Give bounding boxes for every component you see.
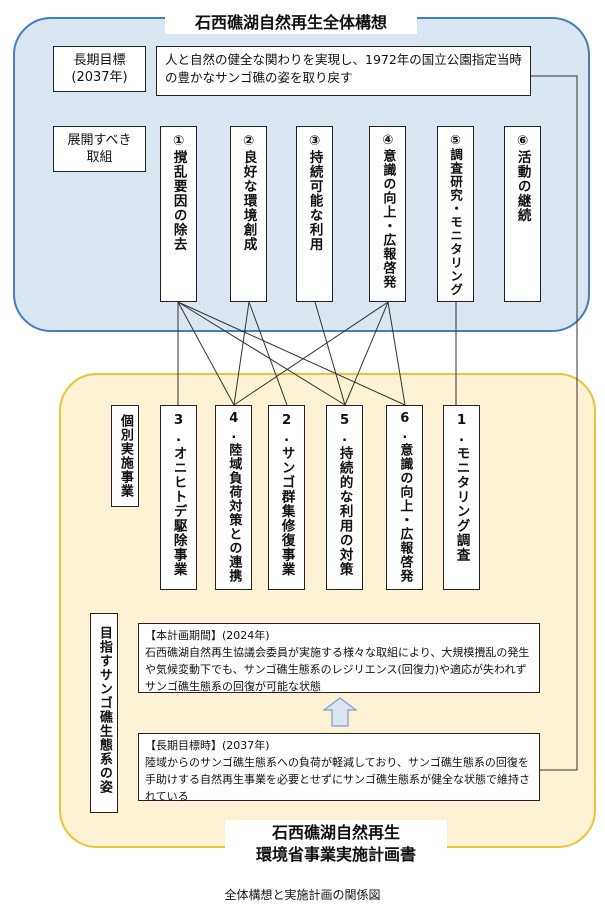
initiatives-label-line1: 展開すべき [67,133,132,148]
project-box-1: 1.モニタリング調査 [443,405,480,590]
long-term-state-text: 陸域からのサンゴ礁生態系への負荷が軽減しており、サンゴ礁生態系の回復を手助けする… [145,756,530,803]
initiative-box-1: ①撹乱要因の除去 [160,126,197,302]
connector-line [233,301,250,406]
figure-caption: 全体構想と実施計画の関係図 [224,888,381,902]
project-num: 4. [226,411,242,443]
project-text: 陸域負荷対策との連携 [226,443,242,583]
initiative-box-4: ④意識の向上・広報啓発 [369,126,406,302]
project-box-4: 4.陸域負荷対策との連携 [215,405,252,590]
initiatives-label-line2: 取組 [86,150,113,165]
plan-period-text: 石西礁湖自然再生協議会委員が実施する様々な取組により、大規模攪乱の発生や気候変動… [145,646,530,693]
connector-line [314,301,346,406]
goal-link-line [530,75,578,771]
projects-label: 個別実施事業 [111,405,139,507]
initiative-num: ⑥ [514,133,531,150]
project-box-5: 5.持続的な利用の対策 [326,405,363,590]
initiative-text: 撹乱要因の除去 [170,150,187,252]
implementation-plan-title: 石西礁湖自然再生 環境省事業実施計画書 [225,820,447,868]
plan-period-box: 【本計画期間】(2024年) 石西礁湖自然再生協議会委員が実施する様々な取組によ… [138,623,540,693]
connector-line [177,301,346,406]
project-num: 6. [397,411,413,443]
initiative-text: 調査研究・モニタリング [448,148,464,297]
connector-line [344,301,389,406]
plan-period-heading: 【本計画期間】(2024年) [145,629,270,642]
project-num: 3. [170,412,187,446]
initiatives-label: 展開すべき 取組 [53,126,146,172]
initiative-box-5: ⑤調査研究・モニタリング [437,126,474,302]
connector-line [177,301,235,406]
implementation-plan-title-line2: 環境省事業実施計画書 [255,845,416,864]
long-term-goal-label: 長期目標 (2037年) [53,46,146,92]
long-term-goal-label-line1: 長期目標 [73,53,126,68]
project-num: 2. [278,412,295,446]
connector-line [177,301,406,406]
initiative-text: 活動の継続 [514,150,531,223]
project-text: モニタリング調査 [453,446,470,562]
initiative-num: ① [170,133,187,150]
overall-plan-title: 石西礁湖自然再生全体構想 [165,8,417,34]
project-text: オニヒトデ駆除事業 [170,446,187,577]
project-text: 持続的な利用の対策 [336,446,353,577]
project-box-6: 6.意識の向上・広報啓発 [386,405,423,590]
initiative-box-2: ②良好な環境創成 [230,126,267,302]
long-term-goal-text: 人と自然の健全な関わりを実現し、1972年の国立公園指定当時の豊かなサンゴ礁の姿… [156,46,531,96]
implementation-plan-title-line1: 石西礁湖自然再生 [271,823,400,842]
initiative-text: 意識の向上・広報啓発 [380,149,396,289]
initiative-num: ⑤ [448,132,464,148]
initiative-text: 持続可能な利用 [306,150,323,252]
target-state-label: 目指すサンゴ礁生態系の姿 [90,613,118,813]
initiative-num: ③ [306,133,323,150]
project-text: 意識の向上・広報啓発 [397,443,413,583]
initiative-text: 良好な環境創成 [240,150,257,252]
project-box-3: 3.オニヒトデ駆除事業 [160,405,197,590]
project-num: 1. [453,412,470,446]
initiative-num: ② [240,133,257,150]
project-text: サンゴ群集修復事業 [278,446,295,577]
connector-line [233,301,389,406]
long-term-state-box: 【長期目標時】(2037年) 陸域からのサンゴ礁生態系への負荷が軽減しており、サ… [138,733,540,803]
initiative-num: ④ [380,133,396,149]
connector-line [387,301,406,406]
long-term-state-heading: 【長期目標時】(2037年) [145,739,270,752]
up-arrow-icon [322,697,358,727]
long-term-goal-label-line2: (2037年) [71,70,128,85]
initiative-box-6: ⑥活動の継続 [504,126,541,302]
initiative-box-3: ③持続可能な利用 [296,126,333,302]
project-num: 5. [336,412,353,446]
project-box-2: 2.サンゴ群集修復事業 [268,405,305,590]
connector-line [248,301,288,406]
